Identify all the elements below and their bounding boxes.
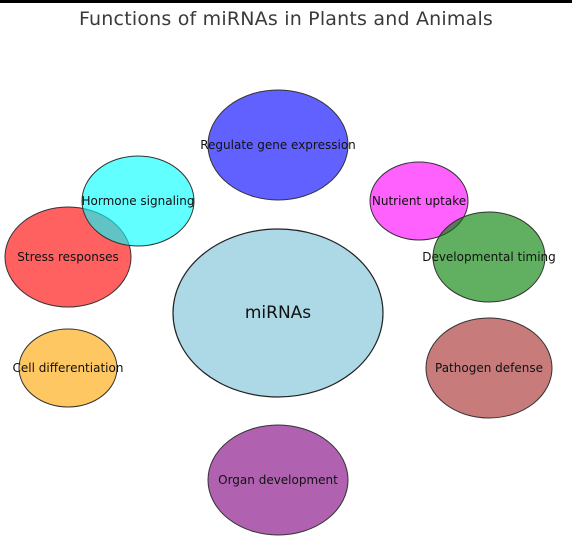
node-nutrient-uptake-label: Nutrient uptake	[372, 194, 466, 208]
center-bubble	[172, 228, 384, 398]
node-pathogen-defense-label: Pathogen defense	[435, 361, 543, 375]
top-border	[0, 0, 572, 3]
node-cell-differentiation-label: Cell differentiation	[13, 361, 124, 375]
node-hormone-signaling-bubble	[81, 155, 195, 247]
node-nutrient-uptake: Nutrient uptake	[369, 161, 469, 241]
node-center-mirnas: miRNAs	[172, 228, 384, 398]
node-developmental-timing-bubble	[432, 211, 546, 303]
node-regulate-gene-expression-label: Regulate gene expression	[200, 138, 356, 152]
node-nutrient-uptake-bubble	[369, 161, 469, 241]
node-organ-development: Organ development	[207, 424, 349, 536]
center-label: miRNAs	[245, 303, 311, 323]
node-pathogen-defense-bubble	[425, 317, 553, 419]
node-cell-differentiation: Cell differentiation	[13, 328, 124, 408]
node-stress-responses-label: Stress responses	[17, 250, 118, 264]
node-developmental-timing: Developmental timing	[422, 211, 556, 303]
node-regulate-gene-expression: Regulate gene expression	[200, 89, 356, 201]
node-cell-differentiation-bubble	[18, 328, 118, 408]
node-hormone-signaling-label: Hormone signaling	[82, 194, 195, 208]
node-regulate-gene-expression-bubble	[207, 89, 349, 201]
node-organ-development-bubble	[207, 424, 349, 536]
node-developmental-timing-label: Developmental timing	[422, 250, 556, 264]
node-organ-development-label: Organ development	[218, 473, 338, 487]
node-pathogen-defense: Pathogen defense	[425, 317, 553, 419]
node-hormone-signaling: Hormone signaling	[81, 155, 195, 247]
diagram-title: Functions of miRNAs in Plants and Animal…	[78, 8, 494, 30]
